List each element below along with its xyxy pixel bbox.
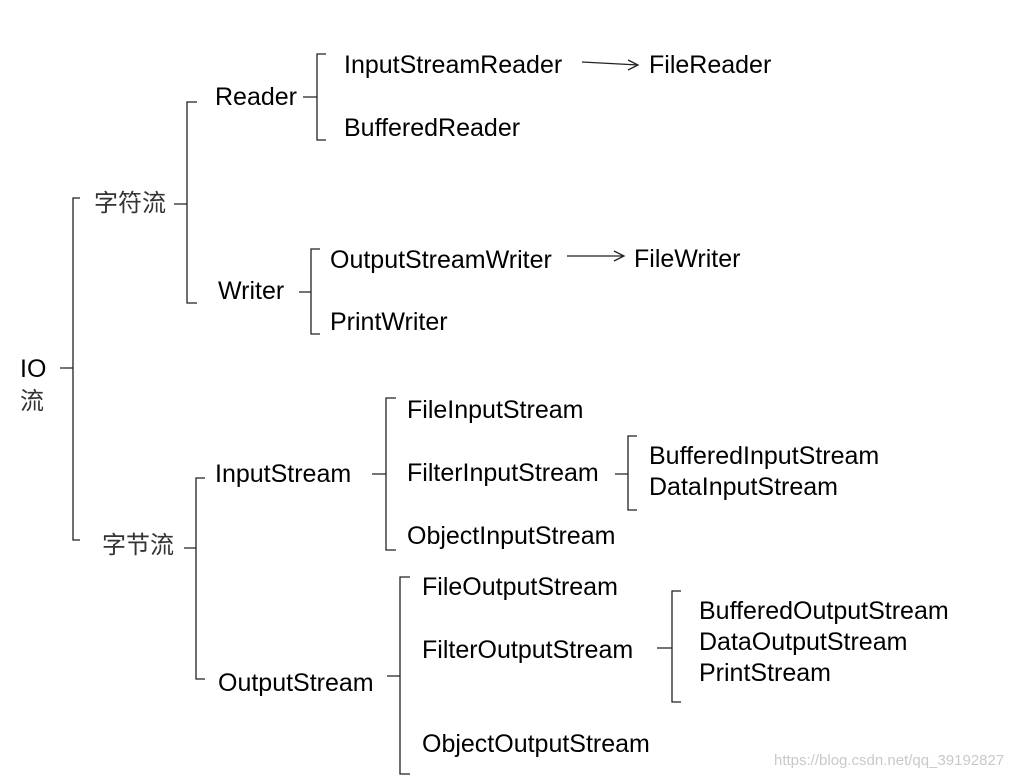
inputstreamreader-node: InputStreamReader bbox=[344, 51, 563, 79]
arrow-inputstreamreader-to-filereader bbox=[581, 59, 640, 71]
fileinputstream-node: FileInputStream bbox=[407, 396, 584, 424]
watermark-text: https://blog.csdn.net/qq_39192827 bbox=[774, 752, 1005, 769]
char-stream-label: 字符流 bbox=[94, 189, 166, 217]
objectoutputstream-node: ObjectOutputStream bbox=[422, 730, 650, 758]
bracket-output-stream bbox=[387, 576, 410, 775]
fileoutputstream-node: FileOutputStream bbox=[422, 573, 618, 601]
bracket-io-root bbox=[60, 197, 80, 541]
filterinputstream-node: FilterInputStream bbox=[407, 459, 599, 487]
dataoutputstream-node: DataOutputStream bbox=[699, 628, 908, 656]
bufferedreader-node: BufferedReader bbox=[344, 114, 521, 142]
outputstreamwriter-node: OutputStreamWriter bbox=[330, 246, 552, 274]
filewriter-node: FileWriter bbox=[634, 245, 741, 273]
inputstream-node: InputStream bbox=[215, 460, 352, 488]
objectinputstream-node: ObjectInputStream bbox=[407, 522, 616, 550]
filereader-node: FileReader bbox=[649, 51, 772, 79]
bracket-filter-input-stream bbox=[615, 435, 637, 511]
byte-stream-label: 字节流 bbox=[102, 531, 174, 559]
filteroutputstream-node: FilterOutputStream bbox=[422, 636, 634, 664]
bracket-reader bbox=[303, 53, 326, 141]
io-root-label-2: 流 bbox=[20, 387, 44, 415]
io-root-label: IO bbox=[20, 355, 47, 383]
bracket-filter-output-stream bbox=[657, 590, 681, 703]
reader-node: Reader bbox=[215, 83, 297, 111]
bufferedoutputstream-node: BufferedOutputStream bbox=[699, 597, 949, 625]
bufferedinputstream-node: BufferedInputStream bbox=[649, 442, 880, 470]
bracket-input-stream bbox=[372, 397, 396, 551]
printstream-node: PrintStream bbox=[699, 659, 831, 687]
bracket-writer bbox=[299, 248, 320, 335]
bracket-char-stream bbox=[174, 101, 197, 304]
printwriter-node: PrintWriter bbox=[330, 308, 448, 336]
bracket-byte-stream bbox=[184, 477, 205, 680]
datainputstream-node: DataInputStream bbox=[649, 473, 838, 501]
arrow-outputstreamwriter-to-filewriter bbox=[567, 250, 626, 262]
outputstream-node: OutputStream bbox=[218, 669, 374, 697]
writer-node: Writer bbox=[218, 277, 285, 305]
